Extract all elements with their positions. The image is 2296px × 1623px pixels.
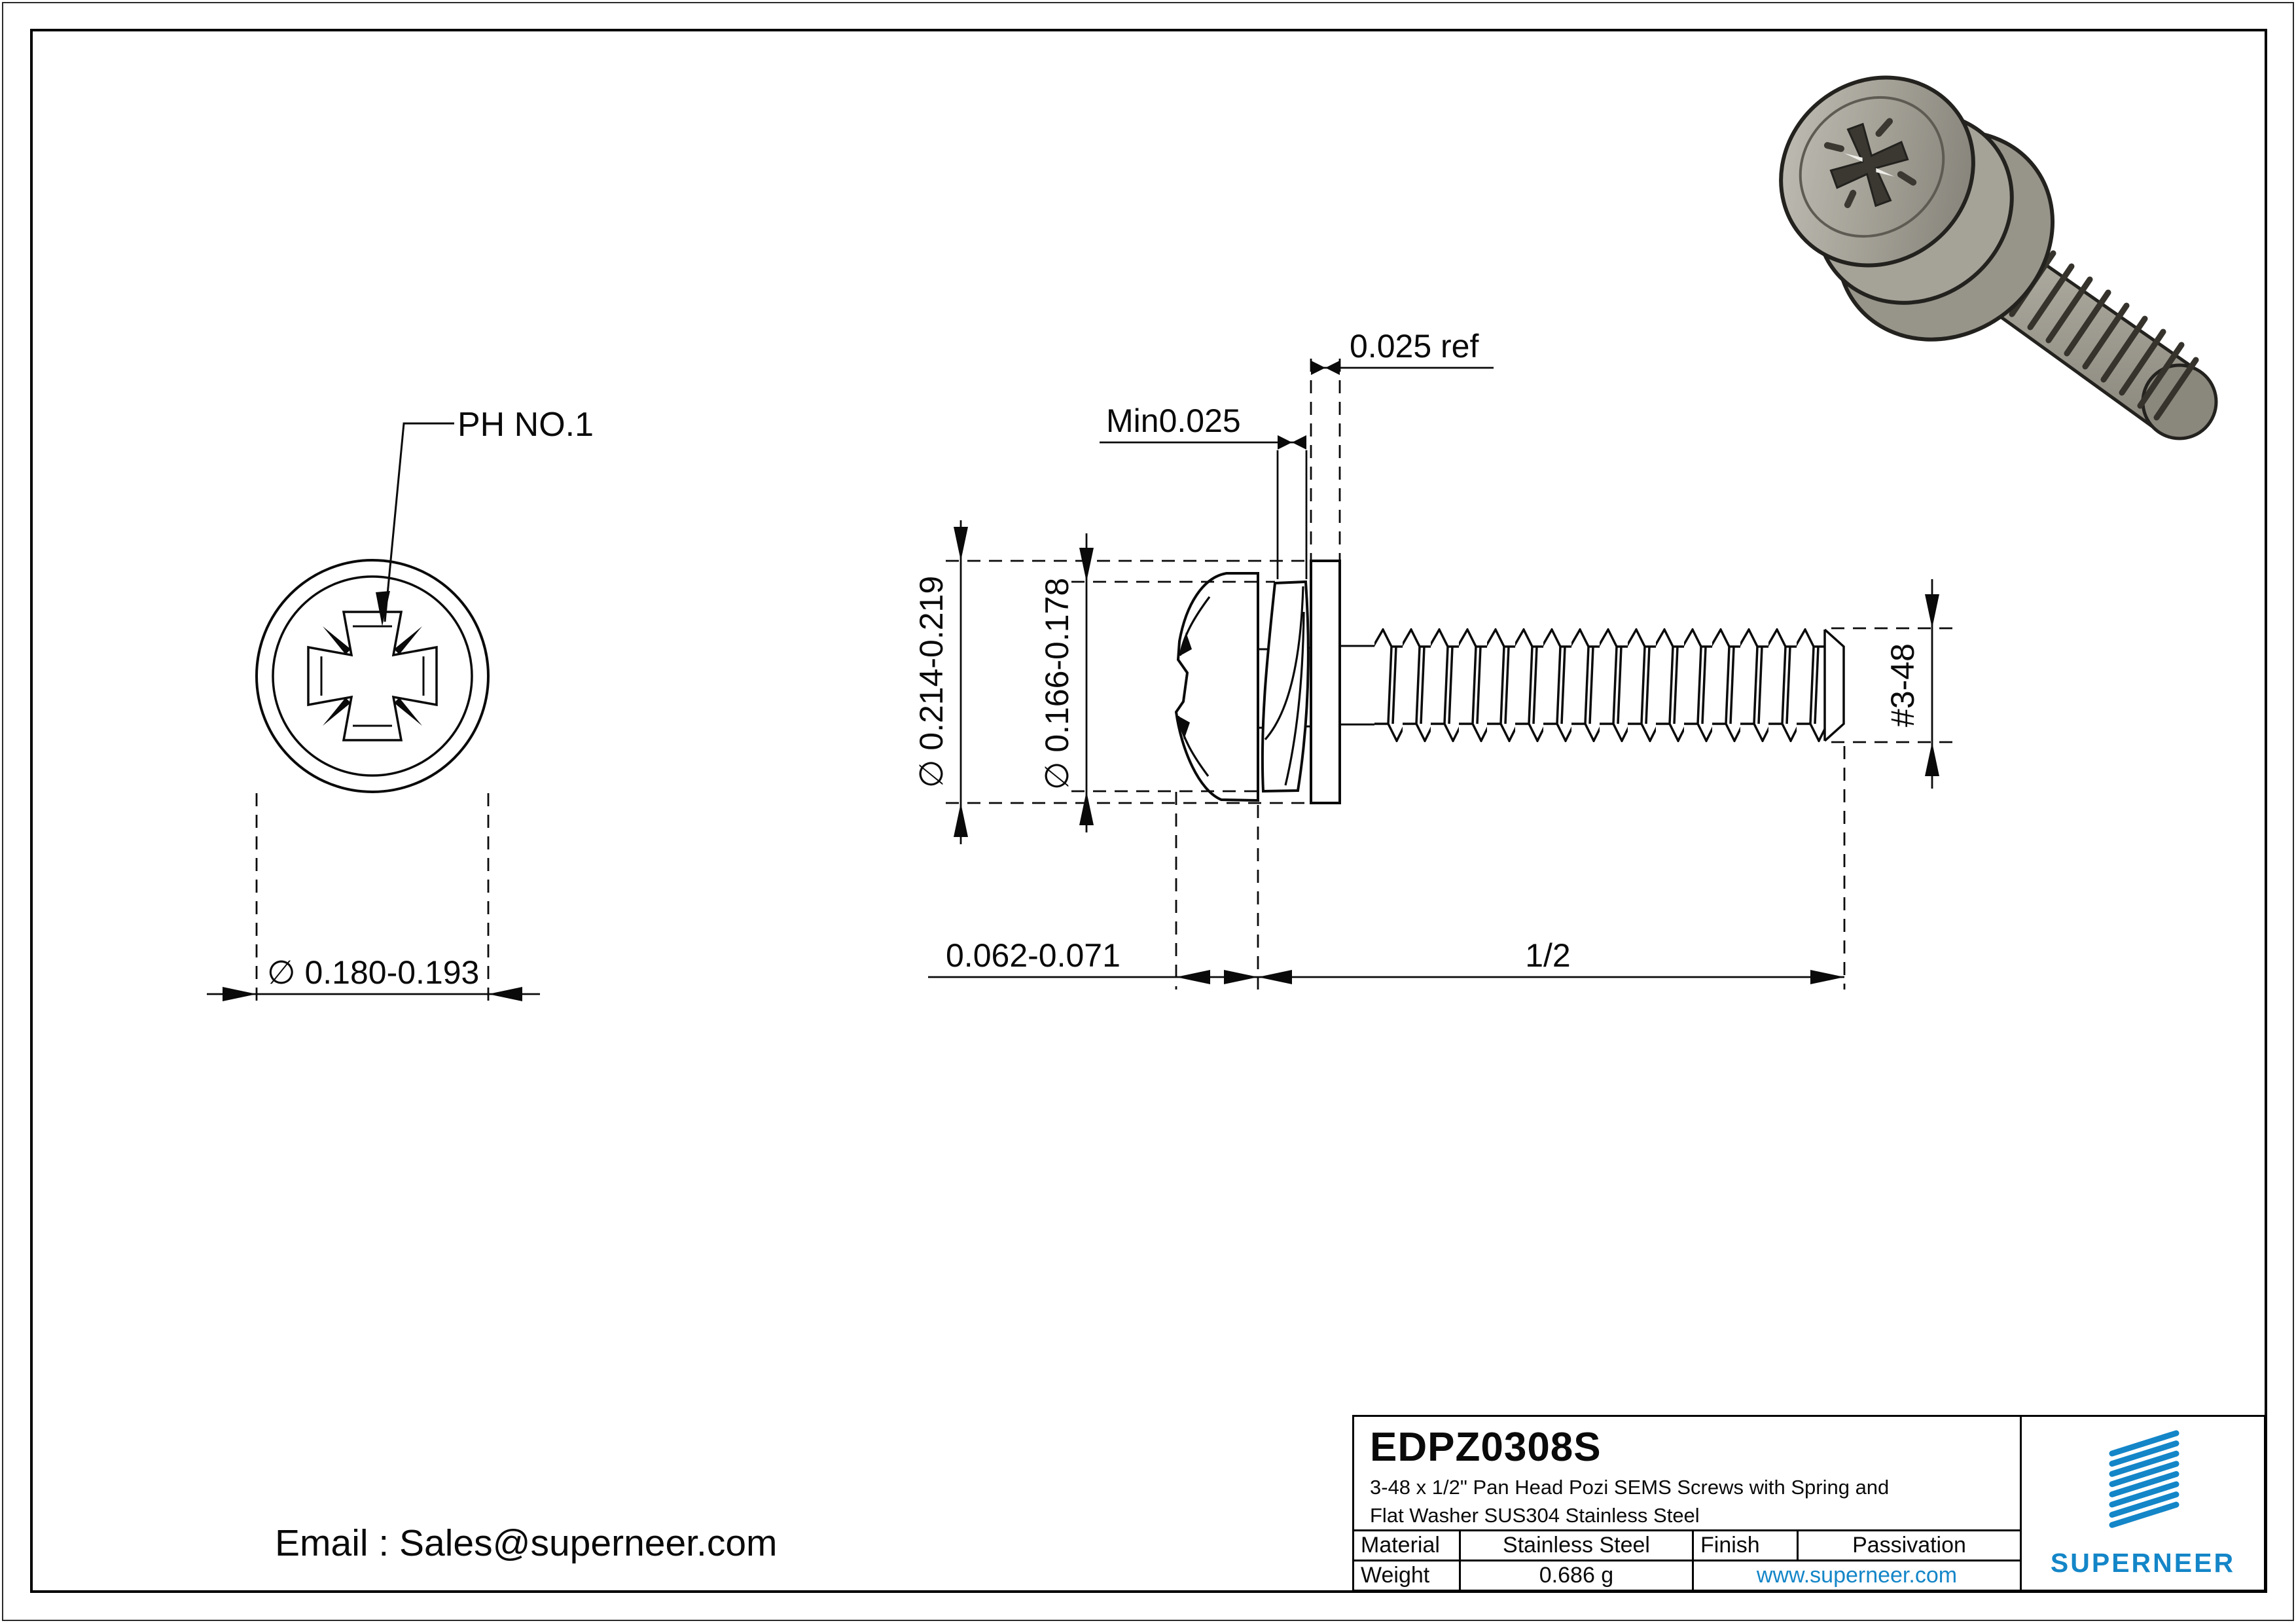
material-value: Stainless Steel [1461, 1531, 1694, 1560]
material-finish-row: Material Stainless Steel Finish Passivat… [1354, 1529, 2020, 1560]
screw-3d-head [1779, 75, 1975, 268]
front-view-diameter-dim: ∅ 0.180-0.193 [207, 793, 540, 1005]
thread-profile [1374, 628, 1845, 742]
flat-washer-thickness-dim-text: 0.025 ref [1350, 328, 1479, 365]
sheet-inner-border [30, 29, 2267, 1593]
flat-washer-od-dim-text: ∅ 0.214-0.219 [913, 576, 950, 788]
finish-label: Finish [1694, 1531, 1799, 1560]
front-view [255, 559, 490, 793]
thread-spec-dim: #3-48 [1831, 579, 1958, 789]
weight-label: Weight [1354, 1561, 1461, 1590]
head-diameter-dim-text: ∅ 0.180-0.193 [267, 954, 479, 991]
spring-washer-min-dim-text: Min0.025 [1106, 402, 1241, 439]
spring-washer-od-dim: ∅ 0.166-0.178 [1039, 533, 1275, 832]
website-link[interactable]: www.superneer.com [1756, 1563, 1958, 1588]
recess-profile-arcs [1177, 596, 1211, 777]
head-inner-circle [272, 575, 473, 777]
side-view [1174, 560, 1845, 804]
part-description-line1: 3-48 x 1/2" Pan Head Pozi SEMS Screws wi… [1370, 1476, 1890, 1499]
pozi-recess-outline [307, 611, 438, 741]
front-view-label: PH NO.1 [376, 406, 594, 626]
length-dims: 0.062-0.071 1/2 [928, 746, 1846, 990]
flat-washer-od-dim: ∅ 0.214-0.219 [913, 520, 1311, 844]
material-label: Material [1354, 1531, 1461, 1560]
part-number: EDPZ0308S [1370, 1425, 1602, 1470]
head-outer-circle [255, 559, 490, 793]
pozi-recess-end-lines [320, 625, 425, 727]
superneer-logo-icon [2109, 1430, 2179, 1528]
finish-value: Passivation [1852, 1533, 1966, 1558]
spring-washer-od-dim-text: ∅ 0.166-0.178 [1039, 578, 1075, 790]
spring-washer-min-dim: Min0.025 [1100, 402, 1308, 579]
thread-length-dim-text: 1/2 [1525, 937, 1571, 974]
head-profile [1174, 572, 1259, 802]
brand-wordmark: SUPERNEER [2050, 1548, 2236, 1578]
pozi-wing-marks [323, 626, 422, 726]
screw-3d-pozi-recess [1823, 118, 1917, 209]
flat-washer-thickness-dim: 0.025 ref [1310, 328, 1494, 561]
weight-value: 0.686 g [1461, 1561, 1694, 1590]
spring-washer-profile [1261, 580, 1310, 793]
leader-arrow [376, 591, 390, 626]
flat-washer-profile [1310, 560, 1341, 804]
head-height-dim-text: 0.062-0.071 [946, 937, 1121, 974]
contact-email: Email : Sales@superneer.com [275, 1522, 778, 1564]
drive-type-label: PH NO.1 [457, 406, 594, 444]
thread-spec-dim-text: #3-48 [1884, 643, 1921, 727]
weight-website-row: Weight 0.686 g www.superneer.com [1354, 1560, 2020, 1590]
brand-area: SUPERNEER [2022, 1417, 2264, 1590]
title-block: EDPZ0308S 3-48 x 1/2" Pan Head Pozi SEMS… [1352, 1415, 2266, 1592]
screw-3d-render [1779, 75, 2218, 440]
title-block-info: EDPZ0308S 3-48 x 1/2" Pan Head Pozi SEMS… [1354, 1417, 2022, 1590]
part-description-line2: Flat Washer SUS304 Stainless Steel [1370, 1504, 1700, 1527]
